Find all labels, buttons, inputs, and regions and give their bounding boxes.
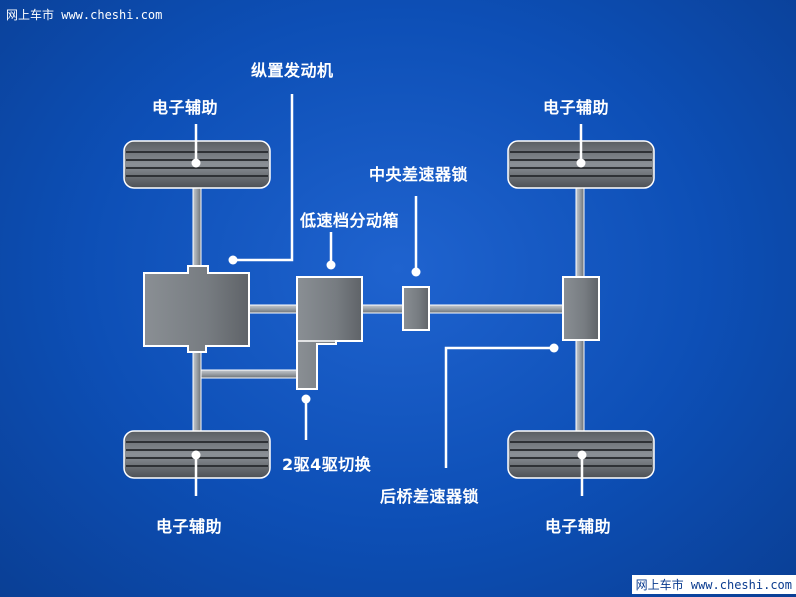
- label-wheel-rear-right: 电子辅助: [545, 517, 612, 536]
- center-to-rear-shaft: [427, 304, 565, 314]
- engine-leader: [233, 94, 294, 262]
- fr-marker: [576, 158, 586, 168]
- rear-diff: [562, 276, 600, 341]
- rear-diff-leader: [444, 346, 554, 468]
- rl-marker: [191, 450, 201, 460]
- transfer-case: [296, 276, 363, 390]
- center-diff: [402, 286, 430, 331]
- fl-marker: [191, 158, 201, 168]
- label-wheel-rear-left: 电子辅助: [156, 517, 223, 536]
- switch-marker: [301, 394, 311, 404]
- watermark-top: 网上车市 www.cheshi.com: [6, 8, 163, 22]
- engine-to-transfer-shaft: [248, 304, 300, 314]
- transfer-to-center-shaft: [361, 304, 405, 314]
- center-marker: [411, 267, 421, 277]
- rr-marker: [577, 450, 587, 460]
- rear-diff-marker: [549, 343, 559, 353]
- leader-lines: [194, 94, 584, 496]
- engine-block: [143, 265, 250, 353]
- marker-dots: [191, 158, 587, 460]
- label-wheel-front-right: 电子辅助: [543, 98, 610, 117]
- watermark-bottom: 网上车市 www.cheshi.com: [631, 575, 796, 594]
- label-drive-switch: 2驱4驱切换: [282, 455, 372, 474]
- label-wheel-front-left: 电子辅助: [152, 98, 219, 117]
- label-center-diff-lock: 中央差速器锁: [369, 165, 469, 184]
- front-drive-shaft: [200, 369, 298, 379]
- label-rear-diff-lock: 后桥差速器锁: [380, 487, 480, 506]
- transfer-marker: [326, 260, 336, 270]
- label-engine: 纵置发动机: [251, 61, 334, 80]
- label-transfer-case: 低速档分动箱: [300, 211, 400, 230]
- engine-marker: [228, 255, 238, 265]
